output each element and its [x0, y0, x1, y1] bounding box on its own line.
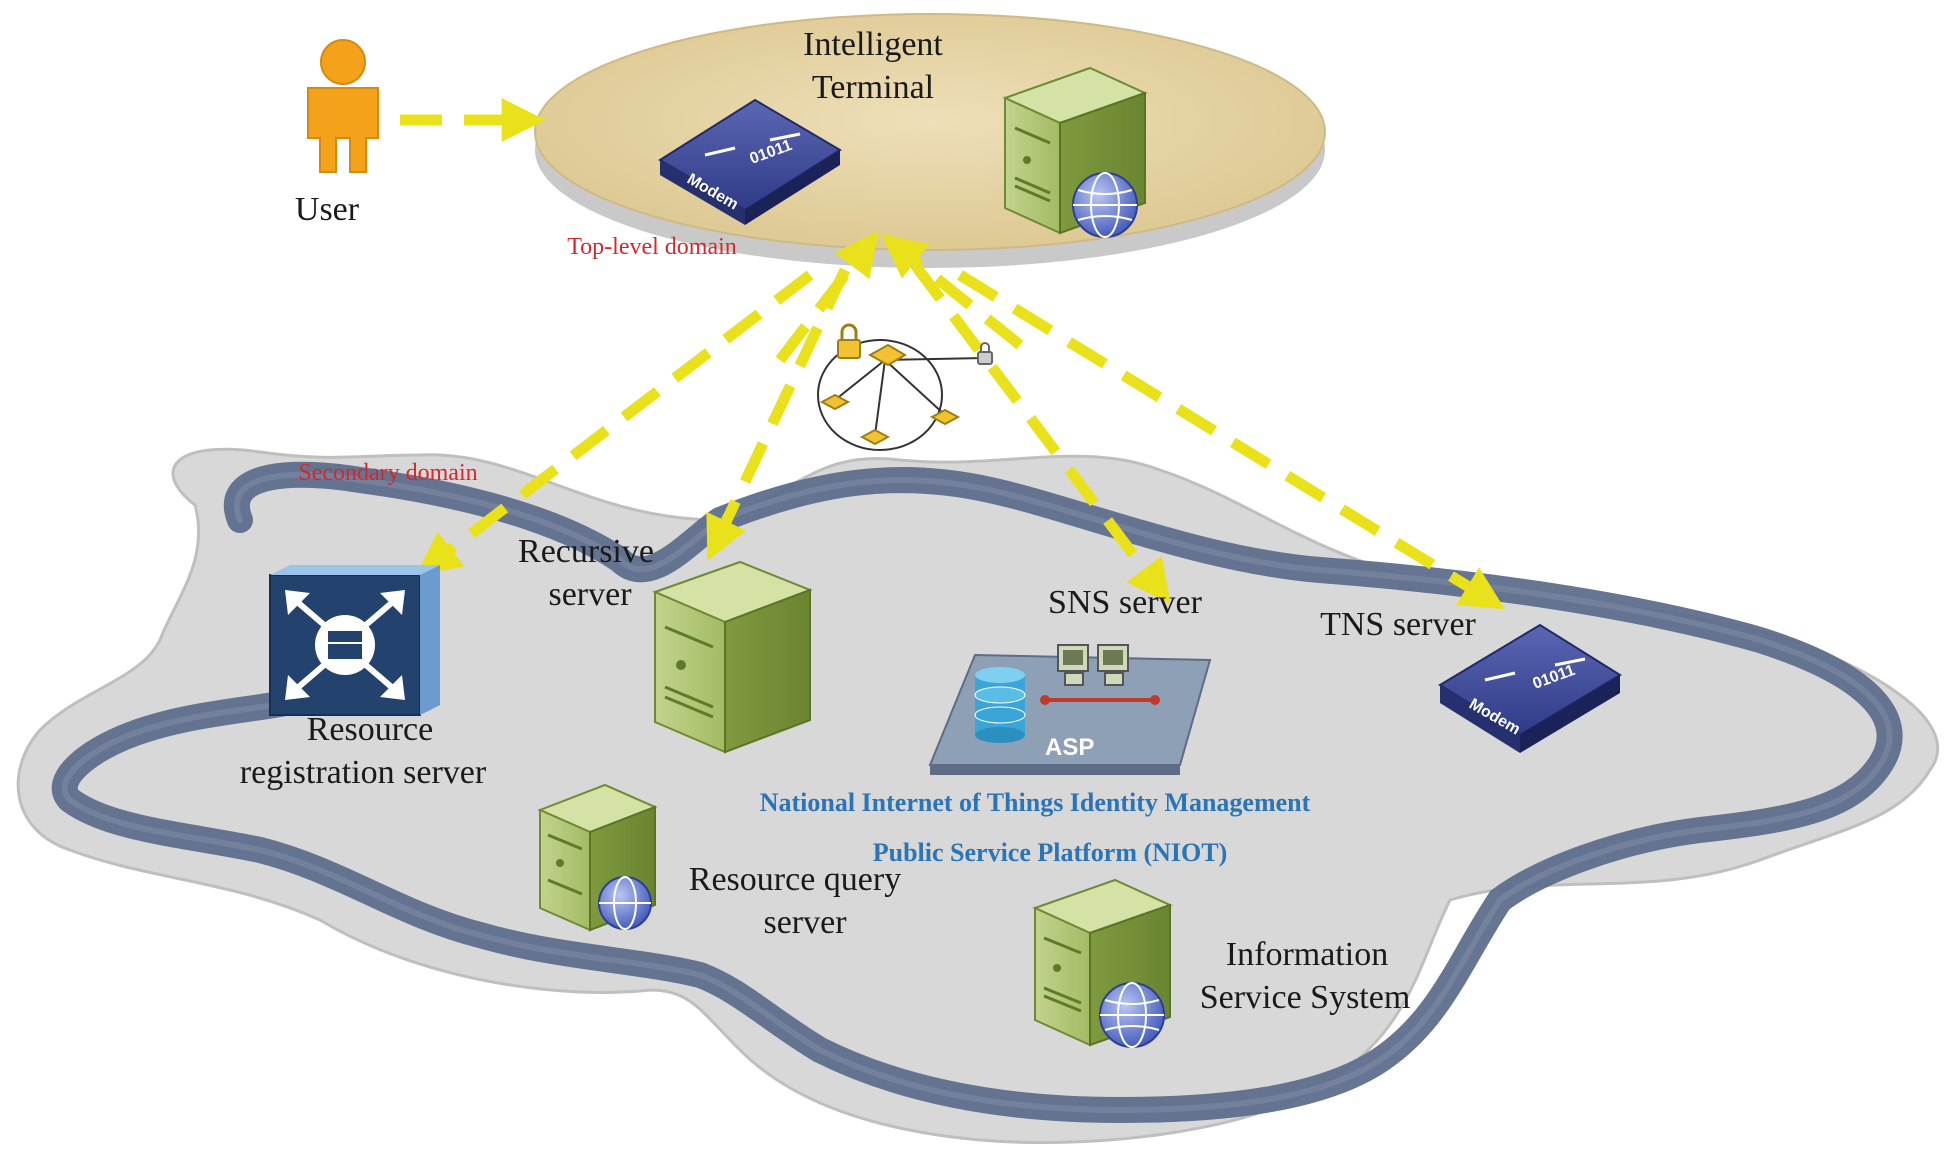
modem-icon-tns: 01011 Modem [1438, 623, 1622, 753]
secondary-domain-label: Secondary domain [298, 460, 477, 486]
database-icon [974, 667, 1026, 743]
resource-query-label-1: Resource query [689, 861, 901, 898]
globe-icon-resource-query [598, 876, 652, 930]
information-service-label-2: Service System [1200, 979, 1411, 1016]
sns-server-label: SNS server [1048, 584, 1203, 621]
secondary-domain-cloud [16, 447, 1940, 1144]
server-icon-recursive [652, 560, 813, 754]
user-label: User [295, 191, 360, 228]
arrow-to-resource-registration [416, 270, 814, 576]
river-band-inner [61, 471, 1893, 1114]
resource-registration-label-1: Resource [307, 711, 434, 748]
top-level-domain-label: Top-level domain [567, 234, 737, 260]
asp-icon: ASP [928, 644, 1212, 775]
intelligent-terminal-label-2: Terminal [812, 69, 934, 106]
lock-network-icon [817, 323, 993, 451]
resource-query-label-2: server [763, 904, 847, 941]
computer-icon [1057, 644, 1129, 686]
arrow-to-terminal-a [775, 231, 879, 364]
recursive-server-label-2: server [548, 576, 632, 613]
modem-icon-top: 01011 Modem [658, 98, 842, 225]
recursive-server-label-1: Recursive [518, 533, 654, 570]
arrow-to-tns [957, 270, 1506, 610]
globe-icon-information-service [1099, 982, 1165, 1048]
arrow-to-recursive [706, 267, 850, 561]
asp-label: ASP [1045, 734, 1094, 761]
platform-label-1: National Internet of Things Identity Man… [760, 788, 1311, 817]
user-icon [307, 39, 379, 173]
resource-registration-label-2: registration server [240, 754, 487, 791]
network-switch-icon [269, 565, 440, 716]
arrow-to-sns [910, 261, 1171, 605]
connection-arrows [400, 98, 1506, 610]
globe-icon-top [1072, 172, 1138, 238]
intelligent-terminal-label-1: Intelligent [803, 26, 943, 63]
information-service-label-1: Information [1226, 936, 1388, 973]
platform-label-2: Public Service Platform (NIOT) [873, 838, 1228, 867]
arrow-to-terminal-b [881, 234, 1024, 350]
tns-server-label: TNS server [1320, 606, 1476, 643]
